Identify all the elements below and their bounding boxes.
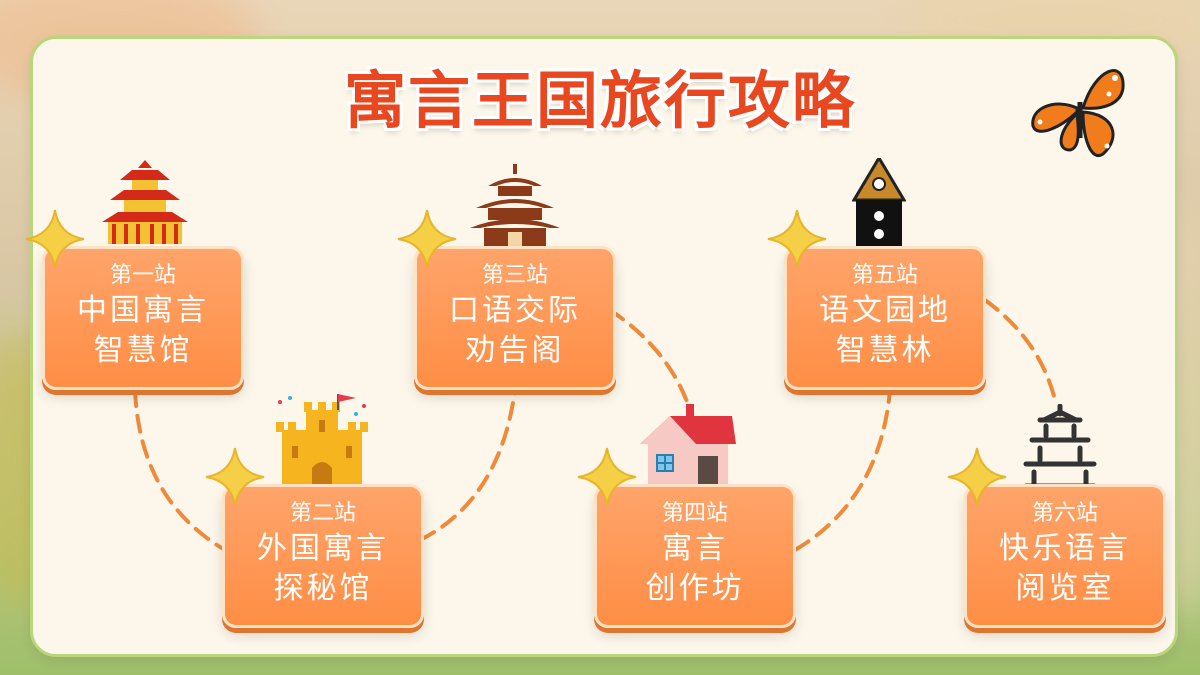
station-number: 第二站 (289, 501, 356, 526)
station-name-line2: 探秘馆 (273, 571, 373, 606)
chinese-pagoda-icon (102, 160, 188, 244)
tower-icon (852, 158, 906, 246)
star-icon (397, 209, 457, 269)
station-name-line1: 中国寓言 (77, 293, 209, 328)
station-card-5[interactable]: 第五站 语文园地 智慧林 (784, 246, 986, 390)
butterfly-icon (1031, 69, 1125, 158)
castle-icon (276, 394, 368, 490)
star-icon (767, 209, 827, 269)
station-card-4[interactable]: 第四站 寓言 创作坊 (594, 484, 796, 628)
star-icon (947, 447, 1007, 507)
station-name-line1: 快乐语言 (999, 531, 1131, 566)
house-icon (640, 404, 736, 490)
star-icon (25, 209, 85, 269)
temple-icon (1023, 404, 1097, 488)
pavilion-icon (470, 164, 560, 248)
station-card-1[interactable]: 第一站 中国寓言 智慧馆 (42, 246, 244, 390)
station-name-line1: 外国寓言 (257, 531, 389, 566)
station-number: 第一站 (109, 263, 176, 288)
star-icon (205, 447, 265, 507)
station-name-line2: 阅览室 (1015, 571, 1115, 606)
station-number: 第六站 (1031, 501, 1098, 526)
station-name-line2: 智慧林 (835, 333, 935, 368)
station-card-3[interactable]: 第三站 口语交际 劝告阁 (414, 246, 616, 390)
page-title: 寓言王国旅行攻略 (343, 64, 856, 137)
station-name-line2: 智慧馆 (93, 333, 193, 368)
station-name-line1: 语文园地 (819, 293, 951, 328)
station-name-line1: 寓言 (662, 531, 728, 566)
station-name-line1: 口语交际 (449, 293, 581, 328)
station-name-line2: 创作坊 (645, 571, 745, 606)
station-card-6[interactable]: 第六站 快乐语言 阅览室 (964, 484, 1166, 628)
station-number: 第四站 (661, 501, 728, 526)
station-number: 第三站 (481, 263, 548, 288)
star-icon (577, 447, 637, 507)
station-name-line2: 劝告阁 (465, 333, 565, 368)
station-number: 第五站 (851, 263, 918, 288)
station-card-2[interactable]: 第二站 外国寓言 探秘馆 (222, 484, 424, 628)
